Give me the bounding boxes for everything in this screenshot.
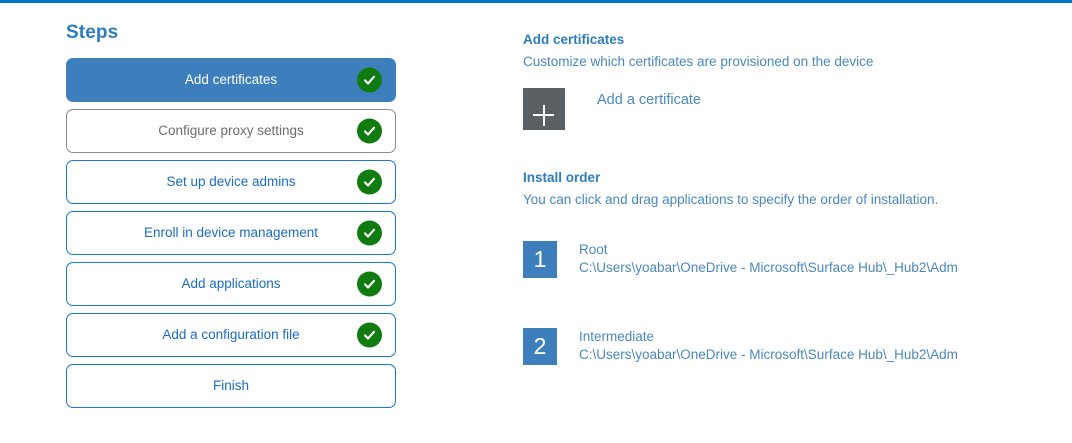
install-order-item-path: C:\Users\yoabar\OneDrive - Microsoft\Sur…	[579, 347, 958, 362]
step-item-enroll-in-device-management[interactable]: Enroll in device management	[66, 211, 396, 255]
install-order-description: You can click and drag applications to s…	[523, 192, 939, 207]
install-order-item-name: Intermediate	[579, 329, 655, 344]
add-a-certificate-label: Add a certificate	[597, 92, 701, 108]
step-item-label: Configure proxy settings	[158, 123, 304, 138]
check-circle-icon	[357, 67, 382, 93]
plus-icon-vertical-bar	[542, 104, 545, 126]
step-item-finish[interactable]: Finish	[66, 364, 396, 408]
add-a-certificate-button[interactable]: Add a certificate	[523, 88, 1053, 130]
step-item-label: Add applications	[181, 276, 281, 291]
step-item-label: Enroll in device management	[143, 225, 319, 240]
step-item-add-certificates[interactable]: Add certificates	[66, 58, 396, 102]
step-item-label: Set up device admins	[166, 174, 296, 189]
step-item-label: Add a configuration file	[162, 327, 300, 342]
step-item-add-applications[interactable]: Add applications	[66, 262, 396, 306]
install-order-number-badge: 1	[523, 241, 557, 278]
detail-subtitle: Customize which certificates are provisi…	[523, 54, 874, 69]
install-order-item-path: C:\Users\yoabar\OneDrive - Microsoft\Sur…	[579, 260, 958, 275]
check-circle-icon	[357, 118, 382, 144]
detail-title: Add certificates	[523, 32, 625, 47]
check-circle-icon	[357, 322, 382, 348]
step-item-add-a-configuration-file[interactable]: Add a configuration file	[66, 313, 396, 357]
plus-icon[interactable]	[523, 88, 565, 130]
check-circle-icon	[357, 271, 382, 297]
install-order-number-badge: 2	[523, 328, 557, 365]
step-item-label: Add certificates	[184, 72, 278, 87]
check-circle-icon	[357, 220, 382, 246]
install-order-section: Install order You can click and drag app…	[523, 169, 1053, 365]
install-order-item-name: Root	[579, 242, 608, 257]
steps-heading: Steps	[66, 22, 119, 43]
install-order-title: Install order	[523, 170, 601, 185]
step-item-set-up-device-admins[interactable]: Set up device admins	[66, 160, 396, 204]
step-item-configure-proxy-settings[interactable]: Configure proxy settings	[66, 109, 396, 153]
top-accent-rule	[0, 0, 1072, 3]
check-circle-icon	[357, 169, 382, 195]
detail-pane: Add certificates Customize which certifi…	[523, 31, 1053, 415]
step-item-label: Finish	[212, 378, 249, 393]
